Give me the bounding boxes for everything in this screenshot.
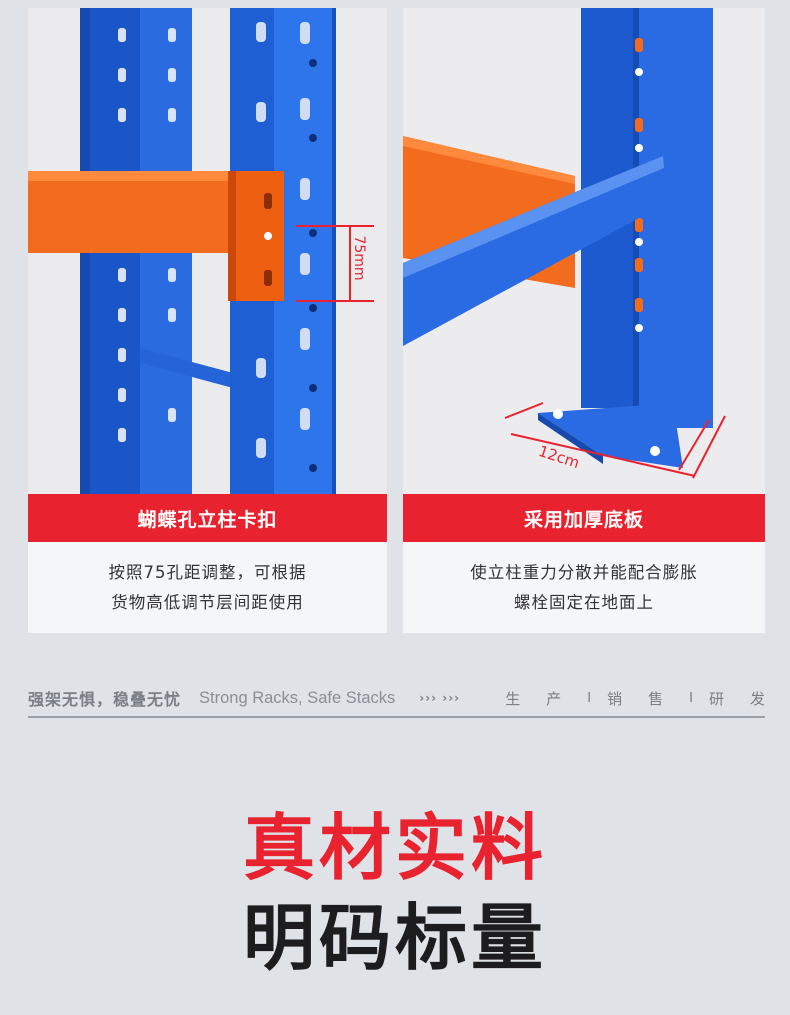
business-tags: 生产 I 销售 I 研发 (505, 688, 765, 709)
headline-genuine-materials: 真材实料 (242, 806, 547, 890)
card-title-banner: 采用加厚底板 (403, 494, 765, 542)
card-title-banner: 蝴蝶孔立柱卡扣 (28, 494, 387, 542)
slogan-chinese: 强架无惧，稳叠无忧 (28, 690, 182, 709)
baseplate-illustration (403, 8, 765, 494)
description-line: 货物高低调节层间距使用 (111, 592, 304, 612)
hole-spacing-label: 75mm (351, 235, 367, 281)
slogan-strip: 强架无惧，稳叠无忧 Strong Racks, Safe Stacks ››› … (28, 680, 765, 718)
upright-illustration (28, 8, 387, 494)
tag-production: 生产 (505, 689, 588, 708)
chevron-arrows-icon: ››› ››› (419, 691, 461, 705)
baseplate-photo: 12cm (403, 8, 765, 494)
description-line: 按照75孔距调整，可根据 (108, 562, 307, 582)
tag-sales: 销售 (607, 689, 690, 708)
description-line: 使立柱重力分散并能配合膨胀 (470, 562, 698, 582)
description-line: 螺栓固定在地面上 (514, 592, 654, 612)
tag-rnd: 研发 (708, 689, 790, 708)
slogan-english: Strong Racks, Safe Stacks (199, 688, 396, 707)
tag-separator: I (587, 690, 592, 706)
card-description: 按照75孔距调整，可根据 货物高低调节层间距使用 (28, 542, 387, 633)
tag-separator: I (689, 690, 693, 706)
card-description: 使立柱重力分散并能配合膨胀 螺栓固定在地面上 (403, 542, 765, 633)
butterfly-hole-upright-photo: 75mm (28, 8, 387, 494)
feature-card-thick-baseplate: 12cm 采用加厚底板 使立柱重力分散并能配合膨胀 螺栓固定在地面上 (403, 8, 765, 633)
feature-card-butterfly-hole: 75mm 蝴蝶孔立柱卡扣 按照75孔距调整，可根据 货物高低调节层间距使用 (28, 8, 387, 633)
headline-clear-pricing: 明码标量 (242, 896, 547, 980)
